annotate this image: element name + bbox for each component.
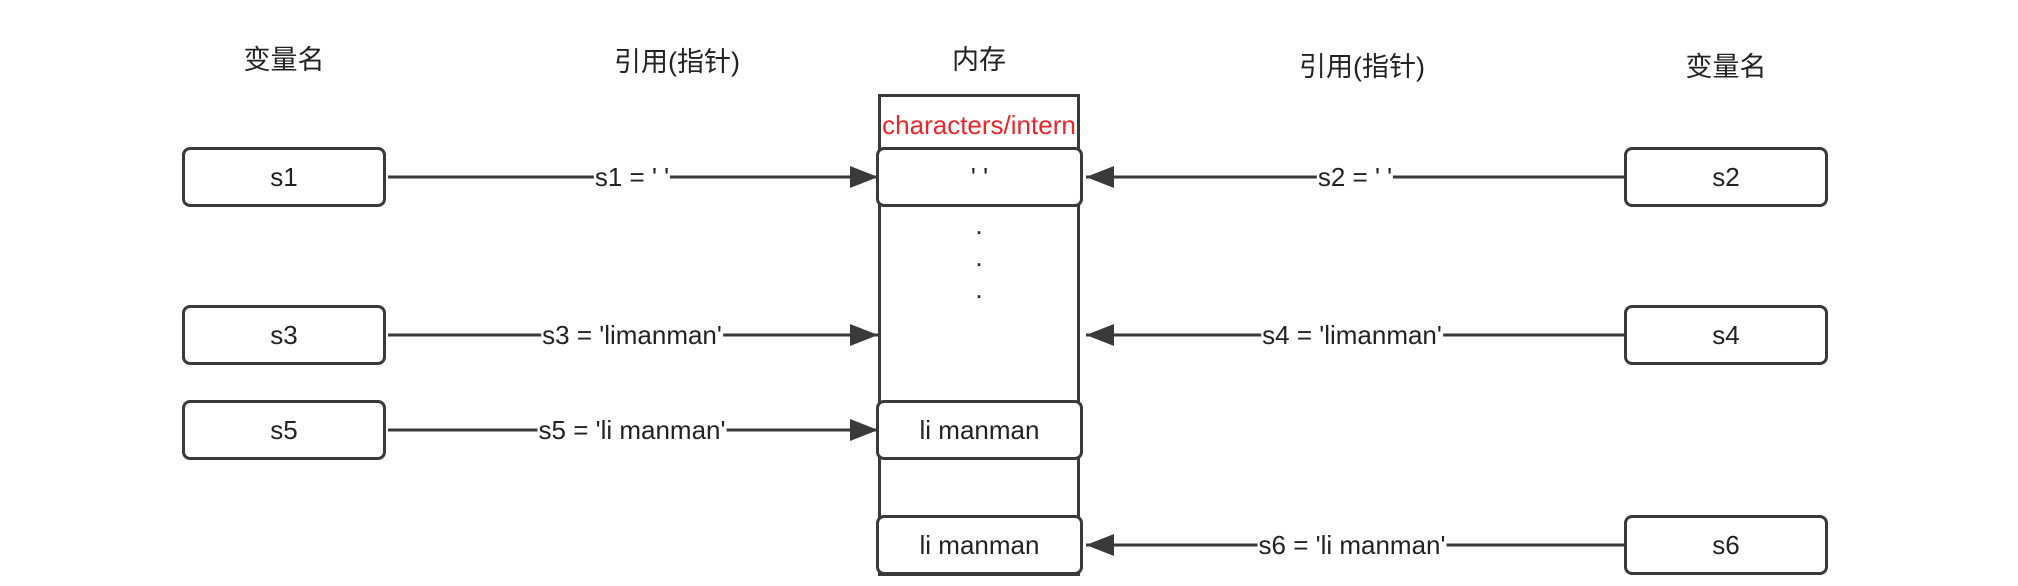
header-right-reference: 引用(指针) [1299,52,1425,82]
variable-box-s6: s6 [1624,515,1828,575]
arrowhead-s3 [850,324,878,346]
arrowhead-s6 [1086,534,1114,556]
header-right-variable: 变量名 [1685,52,1767,82]
header-left-reference: 引用(指针) [614,47,740,77]
edge-label-s2: s2 = ' ' [1316,162,1394,192]
edge-label-s4: s4 = 'limanman' [1261,320,1443,350]
edge-label-s1: s1 = ' ' [593,162,671,192]
edge-label-s5: s5 = 'li manman' [537,415,727,445]
variable-box-s1: s1 [182,147,386,207]
header-left-variable: 变量名 [243,45,325,75]
arrowhead-s4 [1086,324,1114,346]
arrowhead-s2 [1086,166,1114,188]
arrowhead-s1 [850,166,878,188]
header-memory: 内存 [952,45,1006,75]
ellipsis-dot: . [975,274,983,304]
variable-box-s2: s2 [1624,147,1828,207]
memory-pool-label: characters/intern [882,110,1076,140]
edge-label-s6: s6 = 'li manman' [1257,530,1447,560]
memory-cell-li-manman-2: li manman [876,515,1083,575]
variable-box-s4: s4 [1624,305,1828,365]
variable-box-s3: s3 [182,305,386,365]
ellipsis-dot: . [975,210,983,240]
memory-cell-li-manman-1: li manman [876,400,1083,460]
ellipsis-dot: . [975,242,983,272]
arrowhead-s5 [850,419,878,441]
memory-cell-empty-string: ' ' [876,147,1083,207]
variable-box-s5: s5 [182,400,386,460]
edge-label-s3: s3 = 'limanman' [541,320,723,350]
